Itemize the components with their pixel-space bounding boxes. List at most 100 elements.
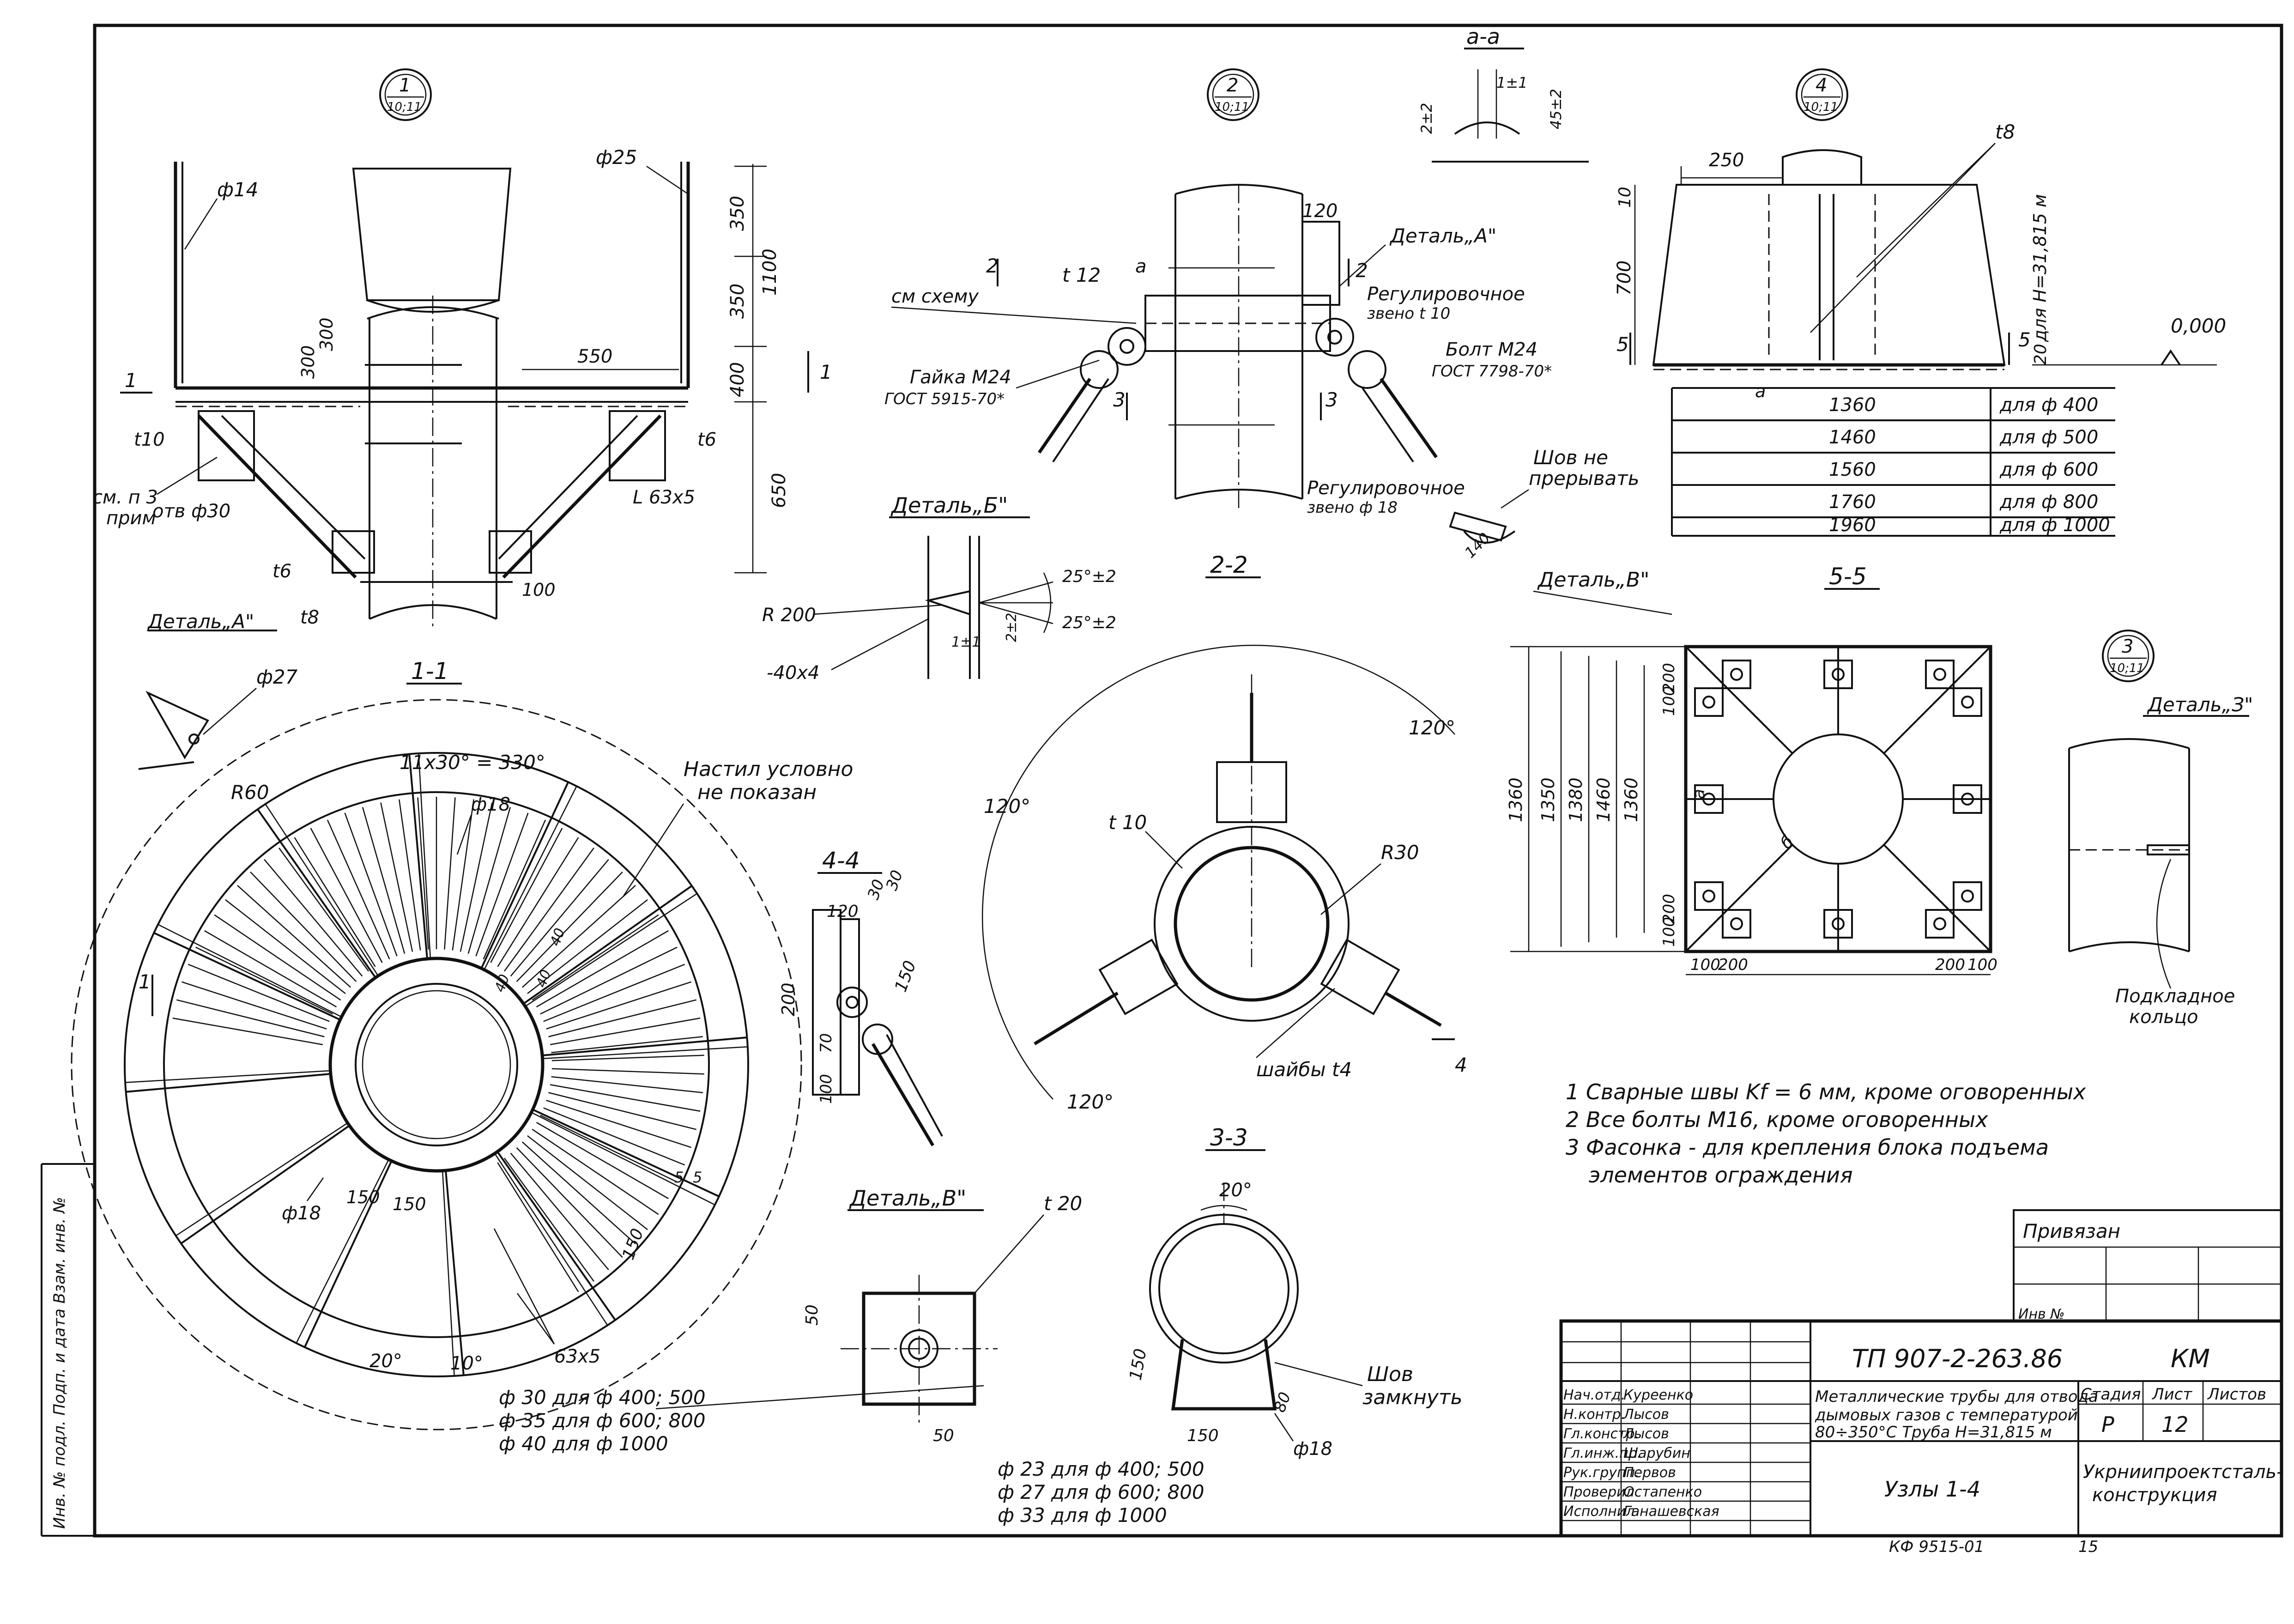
svg-text:550: 550 <box>577 346 612 367</box>
svg-text:ф18: ф18 <box>471 794 510 815</box>
svg-text:1380: 1380 <box>1566 777 1586 822</box>
svg-text:звено ф 18: звено ф 18 <box>1307 498 1398 517</box>
stamp-role: Гл.инж.пр. <box>1563 1445 1641 1461</box>
grating-bar <box>510 859 609 977</box>
grating-bar <box>467 807 511 954</box>
size-table: 1360 для ф 400 1460 для ф 500 1560 для ф… <box>1671 387 2115 590</box>
svg-text:2±2: 2±2 <box>1004 613 1020 642</box>
svg-text:120: 120 <box>827 902 859 921</box>
grating-bar <box>250 871 357 982</box>
stamp-name: Шарубин <box>1623 1445 1690 1461</box>
svg-text:ф 33 для ф 1000: ф 33 для ф 1000 <box>998 1504 1167 1527</box>
stamp-name: Лысов <box>1623 1406 1669 1423</box>
svg-text:1360: 1360 <box>1621 777 1641 822</box>
svg-text:ф 27 для ф 600; 800: ф 27 для ф 600; 800 <box>998 1481 1205 1503</box>
svg-text:Настил условно: Настил условно <box>684 757 853 781</box>
svg-text:1±1: 1±1 <box>951 634 981 650</box>
svg-text:Регулировочное: Регулировочное <box>1367 284 1525 305</box>
svg-text:4: 4 <box>1816 75 1827 96</box>
detail-3: 3 10;11 Деталь„З" Подкладное кольцо <box>2068 630 2253 1028</box>
plan-spoke <box>523 885 693 1005</box>
grating-bar <box>327 819 390 960</box>
svg-text:100: 100 <box>522 580 556 600</box>
grating-bar <box>278 848 369 972</box>
grating-bar <box>225 899 346 994</box>
svg-text:Лист: Лист <box>2151 1385 2192 1404</box>
phi14-label: ф14 <box>217 178 258 201</box>
bolt-pad <box>1694 784 1724 814</box>
svg-text:5: 5 <box>1616 333 1629 356</box>
bolt-pad <box>1694 687 1724 717</box>
svg-text:4-4: 4-4 <box>822 847 860 874</box>
svg-text:для ф 600: для ф 600 <box>1999 459 2098 480</box>
svg-text:700: 700 <box>1614 261 1635 296</box>
note-2: 2 Все болты М16, кроме оговоренных <box>1566 1107 1988 1132</box>
plan-spoke-edge <box>442 1170 455 1376</box>
svg-text:б: б <box>1777 832 1798 853</box>
svg-text:10: 10 <box>1616 187 1634 208</box>
stamp-role: Рук.групп. <box>1563 1465 1640 1481</box>
svg-text:1360: 1360 <box>1506 777 1526 822</box>
svg-text:5: 5 <box>674 1169 684 1186</box>
bolt-hole <box>1832 668 1845 681</box>
plan-spoke <box>542 1036 747 1056</box>
plan-grating <box>172 797 704 1292</box>
svg-text:см схему: см схему <box>891 286 979 307</box>
svg-text:5: 5 <box>693 1169 702 1186</box>
svg-text:120°: 120° <box>984 795 1030 818</box>
grating-bar <box>399 799 421 951</box>
svg-text:120°: 120° <box>1067 1091 1114 1113</box>
svg-text:15: 15 <box>2078 1538 2098 1556</box>
grating-bar <box>546 981 691 1030</box>
svg-text:ф18: ф18 <box>282 1203 321 1224</box>
grating-bar <box>521 885 636 988</box>
plan-spoke <box>303 1160 393 1348</box>
base-bolts <box>1694 660 1982 939</box>
section-3-3: 120° 120° 120° t 10 R30 шайбы t4 4 3-3 <box>982 645 1467 1151</box>
grating-bar <box>551 1076 703 1093</box>
grating-bar <box>214 914 341 1001</box>
svg-text:Стадия: Стадия <box>2081 1385 2141 1404</box>
plan-spoke <box>126 1073 331 1093</box>
plan-spoke-edge <box>418 753 431 959</box>
detail-v1-label: Деталь„В" <box>1537 568 1649 592</box>
section-2-2-title: 2-2 <box>1210 551 1248 578</box>
grating-bar <box>550 1018 701 1045</box>
drawing-mark: КМ <box>2171 1344 2210 1373</box>
grating-bar <box>551 1054 704 1061</box>
svg-text:100: 100 <box>1660 917 1678 947</box>
svg-text:100: 100 <box>817 1074 835 1104</box>
stamp-role: Гл.констр. <box>1563 1426 1639 1442</box>
svg-text:для ф 400: для ф 400 <box>1999 394 2098 416</box>
bolt-hole <box>1961 793 1974 806</box>
grating-bar <box>182 981 327 1030</box>
plan-spoke-edge <box>157 924 342 1018</box>
grating-bar <box>527 1135 648 1230</box>
svg-text:2±2: 2±2 <box>1418 103 1435 134</box>
plan-spoke <box>496 1151 616 1321</box>
svg-text:20: 20 <box>2031 344 2050 365</box>
svg-text:t8: t8 <box>300 607 319 628</box>
detail-v: Деталь„В" t 20 50 50 ф 23 для ф 400; 500… <box>803 1186 1205 1527</box>
svg-text:200: 200 <box>1660 894 1678 924</box>
stamp-rows: Нач.отд.КуреенкоН.контр.ЛысовГл.констр.Л… <box>1561 1387 1810 1521</box>
bolt-hole <box>1961 696 1974 709</box>
node-4-view: 4 10;11 250 t8 10 700 20 для H=31,815 м … <box>1614 68 2226 401</box>
grating-bar <box>543 1107 685 1166</box>
plan-spoke-edge <box>265 804 379 976</box>
svg-text:Листов: Листов <box>2207 1385 2266 1404</box>
grating-bar <box>536 1121 669 1200</box>
bolt-hole <box>1702 890 1715 903</box>
grating-bar <box>176 999 325 1037</box>
bolt-pad <box>1953 881 1982 911</box>
bolt-hole <box>1702 696 1715 709</box>
grating-bar <box>551 1068 704 1075</box>
svg-text:Деталь„З": Деталь„З" <box>2147 693 2253 716</box>
bolt-hole <box>1961 890 1974 903</box>
t8-label: t8 <box>1995 121 2015 143</box>
plan-view: ф27 R60 11x30° = 330° Настил условно не … <box>71 666 984 1455</box>
svg-text:t 10: t 10 <box>1108 811 1147 834</box>
table-row: 1760 <box>1829 491 1876 513</box>
svg-text:350: 350 <box>727 284 748 319</box>
stamp-role: Проверил <box>1563 1484 1634 1500</box>
